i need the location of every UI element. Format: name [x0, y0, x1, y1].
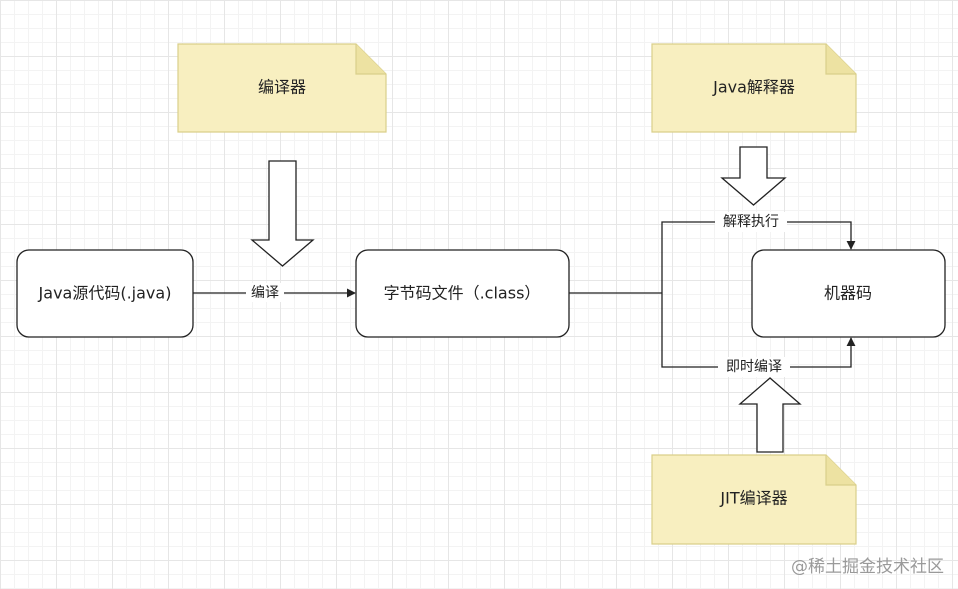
node-bytecode[interactable]: 字节码文件（.class）: [355, 249, 570, 338]
block-arrow-down-compiler: [250, 160, 315, 267]
node-machine-code[interactable]: 机器码: [751, 249, 946, 338]
edge-compile-label: 编译: [251, 285, 279, 301]
note-compiler-body: [177, 43, 387, 133]
block-arrow-up-jit: [738, 377, 802, 453]
edge-compile-label-bg: [246, 283, 284, 302]
note-compiler[interactable]: 编译器: [177, 43, 387, 133]
note-java-interpreter-body: [651, 43, 857, 133]
edge-jit-label: 即时编译: [726, 359, 782, 375]
note-jit-compiler-body: [651, 454, 857, 545]
block-arrow-down-interpreter: [720, 146, 787, 206]
node-bytecode-label: 字节码文件（.class）: [384, 284, 541, 303]
note-compiler-fold: [355, 44, 386, 75]
edge-interpret-label-bg: [715, 212, 787, 232]
note-compiler-label: 编译器: [258, 78, 306, 97]
node-machine-code-label: 机器码: [824, 284, 872, 303]
note-jit-compiler-fold: [825, 455, 856, 486]
edge-jit-label-bg: [718, 357, 790, 377]
note-jit-compiler-label: JIT编译器: [719, 489, 787, 508]
note-java-interpreter-fold: [825, 44, 856, 75]
edge-interpret-label: 解释执行: [723, 214, 779, 230]
watermark: @稀土掘金技术社区: [791, 557, 944, 577]
node-machine-code-box: [751, 249, 946, 338]
note-jit-compiler[interactable]: JIT编译器: [651, 454, 857, 545]
node-java-source[interactable]: Java源代码(.java): [16, 249, 194, 338]
note-java-interpreter[interactable]: Java解释器: [651, 43, 857, 133]
node-java-source-label: Java源代码(.java): [38, 284, 172, 303]
note-java-interpreter-label: Java解释器: [712, 78, 795, 97]
